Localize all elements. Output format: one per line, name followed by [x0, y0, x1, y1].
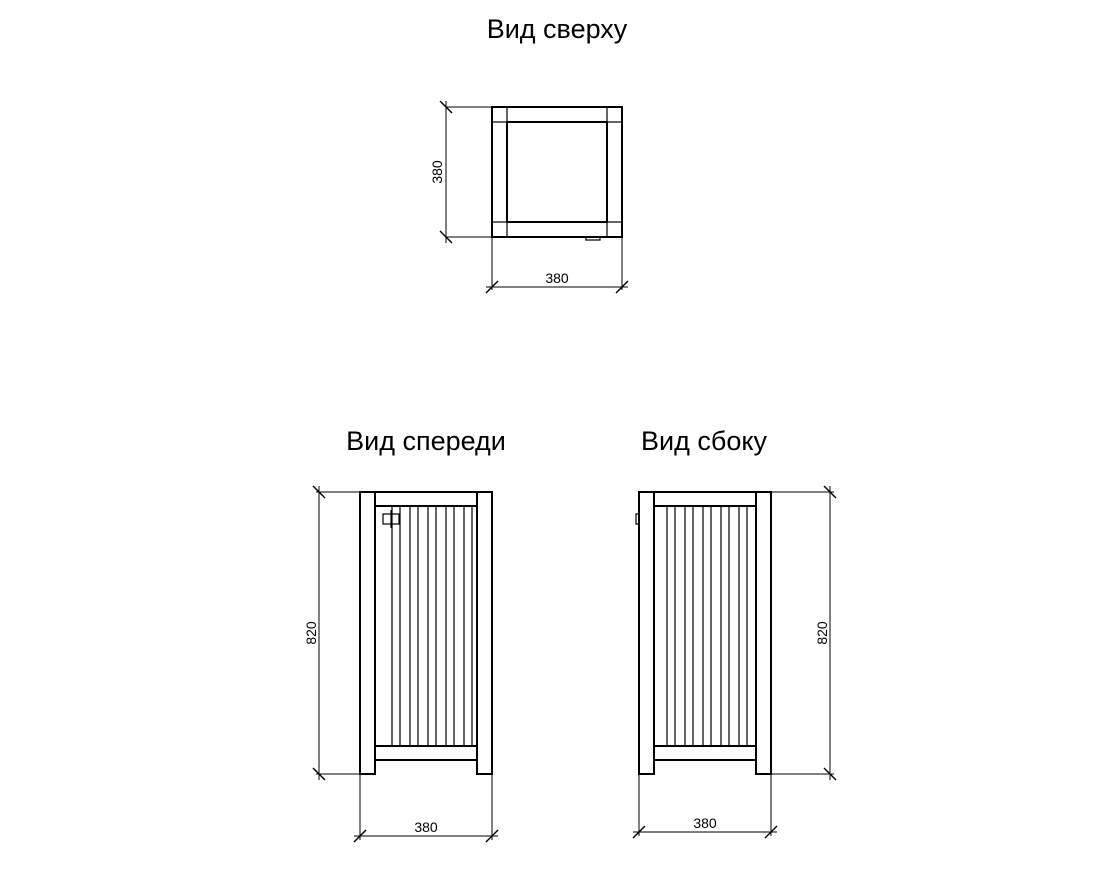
- side-view-title: Вид сбоку: [641, 426, 767, 456]
- front-view-width-dimension: 380: [353, 774, 499, 843]
- front-view-body: [359, 491, 493, 775]
- top-view-depth-dimension: 380: [429, 100, 492, 244]
- side-view-height-dimension: 820: [771, 485, 837, 781]
- side-view-width-dimension: 380: [632, 774, 778, 839]
- side-view: Вид сбоку 820: [632, 426, 837, 839]
- front-view: Вид спереди 820: [303, 426, 506, 843]
- top-view-box: [491, 106, 623, 241]
- top-view-width-dimension: 380: [485, 237, 629, 294]
- top-view-title: Вид сверху: [487, 14, 628, 44]
- front-view-height-dimension: 820: [303, 485, 360, 781]
- side-view-width-label: 380: [693, 815, 717, 831]
- side-view-bracket: [635, 513, 640, 525]
- front-view-title: Вид спереди: [346, 426, 506, 456]
- top-view: Вид сверху 380: [429, 14, 629, 294]
- side-view-height-label: 820: [814, 621, 830, 645]
- front-view-width-label: 380: [414, 819, 438, 835]
- top-view-width-label: 380: [545, 270, 569, 286]
- top-view-depth-label: 380: [429, 160, 445, 184]
- front-view-height-label: 820: [303, 621, 319, 645]
- side-view-body: [635, 491, 772, 775]
